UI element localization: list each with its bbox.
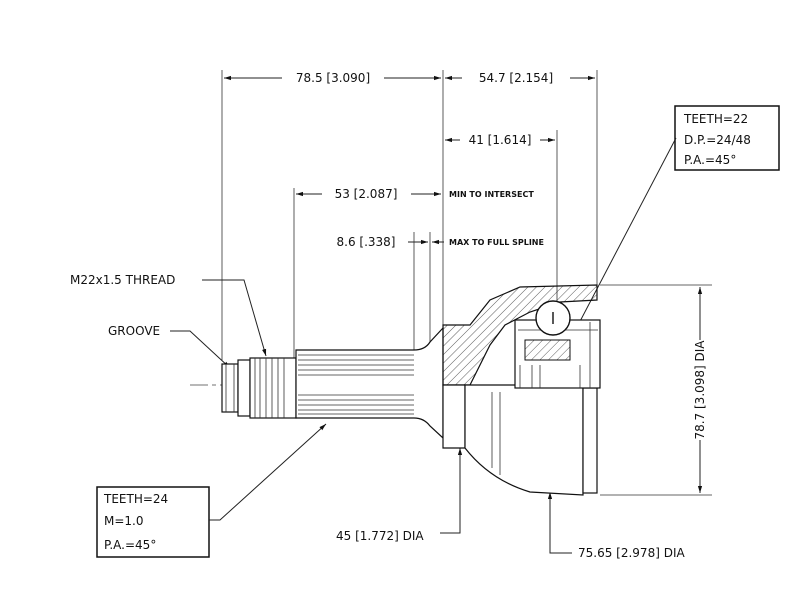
dim-overall-right: 54.7 [2.154] [479, 71, 553, 85]
dimension-lines [224, 75, 703, 493]
dim-bell-to-center: 41 [1.614] [469, 133, 532, 147]
outer-teeth: TEETH=24 [103, 492, 168, 506]
outer-spline-spec-box: TEETH=24 M=1.0 P.A.=45° [96, 486, 210, 558]
inner-spline-leader [564, 137, 677, 351]
outer-module: M=1.0 [104, 514, 144, 528]
thread-leader [202, 279, 267, 357]
extension-lines [221, 70, 712, 496]
outer-spline-leader [209, 423, 327, 521]
dim-bell-dia: 75.65 [2.978] DIA [578, 546, 685, 560]
note-min-to-intersect: MIN TO INTERSECT [449, 190, 534, 199]
cv-joint-part [190, 284, 601, 496]
inner-spline-spec-box: TEETH=22 D.P.=24/48 P.A.=45° [674, 105, 780, 171]
inner-pa: P.A.=45° [684, 153, 736, 167]
dim-min-to-intersect: 53 [2.087] [335, 187, 398, 201]
note-max-full-spline: MAX TO FULL SPLINE [449, 238, 544, 247]
label-groove: GROOVE [108, 324, 160, 338]
dim-max-full-spline: 8.6 [.338] [337, 235, 396, 249]
bell-dia-leader [547, 492, 572, 554]
seal-dia-leader [440, 448, 463, 534]
inner-dp: D.P.=24/48 [684, 133, 751, 147]
label-thread: M22x1.5 THREAD [70, 273, 175, 287]
inner-teeth: TEETH=22 [683, 112, 748, 126]
dim-seal-dia: 45 [1.772] DIA [336, 529, 424, 543]
groove-leader [170, 330, 231, 369]
dim-overall-left: 78.5 [3.090] [296, 71, 370, 85]
dim-outer-dia: 78.7 [3.098] DIA [693, 340, 707, 440]
outer-pa: P.A.=45° [104, 538, 156, 552]
